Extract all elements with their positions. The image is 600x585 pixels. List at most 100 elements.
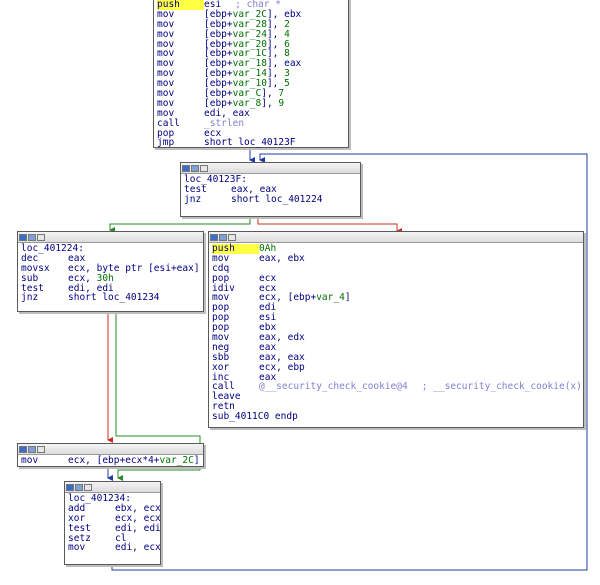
mnemonic[interactable]: jmp (157, 137, 175, 149)
code-line[interactable]: pop edi (212, 303, 580, 313)
mnemonic[interactable]: mov (157, 58, 175, 70)
mnemonic[interactable]: call (212, 381, 235, 393)
mnemonic[interactable]: inc (212, 371, 230, 383)
mnemonic[interactable]: neg (212, 341, 230, 353)
operands[interactable]: ecx (259, 272, 277, 284)
operands[interactable]: cl (115, 532, 127, 544)
mnemonic[interactable]: push (212, 244, 259, 254)
operands[interactable]: [ebp+var_14], 3 (204, 69, 290, 79)
code-line[interactable]: sbb eax, eax (212, 351, 580, 363)
mnemonic[interactable]: movsx (21, 262, 50, 274)
variable-name[interactable]: var_4 (316, 292, 345, 304)
code-line[interactable]: movsx ecx, byte ptr [esi+eax] (21, 262, 200, 274)
variable-name[interactable]: var_14 (232, 68, 267, 80)
code-label[interactable]: sub_4011C0 endp (212, 411, 298, 423)
operands[interactable]: [ebp+var_2C], ebx (204, 8, 301, 20)
graph-node-icon[interactable] (19, 233, 27, 241)
mnemonic[interactable]: test (184, 183, 207, 195)
mnemonic[interactable]: pop (212, 302, 230, 314)
mnemonic[interactable]: push (157, 0, 204, 10)
code-line[interactable]: test eax, eax (184, 183, 357, 195)
code-line[interactable]: mov[ebp+var_28], 2 (157, 19, 345, 30)
code-line[interactable]: sub ecx, 30h (21, 272, 200, 284)
code-line[interactable]: mov[ebp+var_18], eax (157, 59, 345, 69)
color-node-icon[interactable] (200, 164, 208, 172)
operands[interactable]: [ebp+var_C], 7 (204, 89, 284, 99)
function-name[interactable]: @__security_check_cookie@4 (259, 381, 408, 393)
code-line[interactable]: jnz short loc_401224 (184, 193, 357, 205)
mnemonic[interactable]: sbb (212, 351, 230, 363)
operands[interactable]: eax, eax (231, 183, 277, 195)
variable-name[interactable]: var_2C (232, 8, 267, 20)
code-line[interactable]: mov[ebp+var_24], 4 (157, 28, 345, 40)
node-loc-40123f[interactable]: loc_40123F:test eax, eax jnz short loc_4012… (180, 162, 361, 217)
operands[interactable]: ecx, 30h (68, 273, 114, 284)
mnemonic[interactable]: test (68, 522, 91, 534)
variable-name[interactable]: var_C (232, 88, 262, 100)
code-line[interactable]: retn (212, 402, 580, 412)
comment-node-icon[interactable] (219, 233, 227, 241)
code-line[interactable]: loc_401234: (68, 494, 157, 504)
code-line[interactable]: test edi, edi (21, 282, 200, 294)
mnemonic[interactable]: mov (157, 28, 175, 40)
operands[interactable]: ecx, [ebp+var_4] (259, 293, 351, 303)
code-line[interactable]: mov[ebp+var_10], 5 (157, 79, 345, 89)
comment-node-icon[interactable] (28, 445, 36, 453)
color-node-icon[interactable] (37, 233, 45, 241)
operands[interactable]: [ebp+var_8], 9 (204, 97, 284, 109)
variable-name[interactable]: var_8 (232, 97, 262, 109)
operands[interactable]: edi, eax (204, 107, 250, 119)
operands[interactable]: short loc_40123F (204, 137, 296, 149)
operands[interactable]: eax (68, 252, 86, 264)
variable-name[interactable]: var_18 (232, 58, 267, 70)
code-line[interactable]: call_strlen (157, 118, 345, 129)
operands[interactable]: ecx, byte ptr [esi+eax] (68, 262, 200, 274)
operands[interactable]: ebx (259, 322, 277, 334)
operands[interactable]: eax, eax (259, 351, 305, 363)
mnemonic[interactable]: mov (157, 48, 175, 60)
mnemonic[interactable]: test (21, 282, 44, 294)
operands[interactable]: edi, edi (68, 282, 114, 294)
variable-name[interactable]: var_10 (232, 78, 267, 90)
code-line[interactable]: jmp short loc_40123F (157, 138, 345, 148)
mnemonic[interactable]: xor (212, 361, 230, 373)
mnemonic[interactable]: jnz (184, 193, 202, 205)
operands[interactable]: ebx, ecx (115, 502, 161, 514)
variable-name[interactable]: var_2C (159, 455, 194, 466)
mnemonic[interactable]: dec (21, 252, 39, 264)
comment-node-icon[interactable] (28, 233, 36, 241)
operands[interactable]: edi (259, 302, 277, 314)
variable-name[interactable]: var_1C (232, 48, 267, 60)
operands[interactable]: [ebp+var_20], 6 (204, 39, 290, 50)
mnemonic[interactable]: pop (212, 272, 230, 284)
mnemonic[interactable]: mov (157, 38, 175, 50)
graph-node-icon[interactable] (19, 445, 27, 453)
mnemonic[interactable]: mov (157, 68, 175, 80)
mnemonic[interactable]: mov (157, 107, 175, 119)
mnemonic[interactable]: retn (212, 401, 235, 413)
code-line[interactable]: mov[ebp+var_1C], 8 (157, 49, 345, 59)
code-line[interactable]: call@__security_check_cookie@4; __securi… (212, 381, 582, 393)
code-line[interactable]: mov edi, eax (157, 107, 345, 119)
code-line[interactable]: leave (212, 392, 580, 402)
code-label[interactable]: loc_40123F: (184, 174, 247, 185)
operands[interactable]: ecx, ecx (115, 512, 161, 524)
operands[interactable]: short loc_401224 (231, 193, 323, 205)
mnemonic[interactable]: mov (157, 88, 175, 100)
operands[interactable]: esi (204, 0, 222, 10)
operands[interactable]: @__security_check_cookie@4 (259, 382, 408, 392)
mnemonic[interactable]: sub (21, 272, 39, 284)
mnemonic[interactable]: setz (68, 532, 91, 544)
